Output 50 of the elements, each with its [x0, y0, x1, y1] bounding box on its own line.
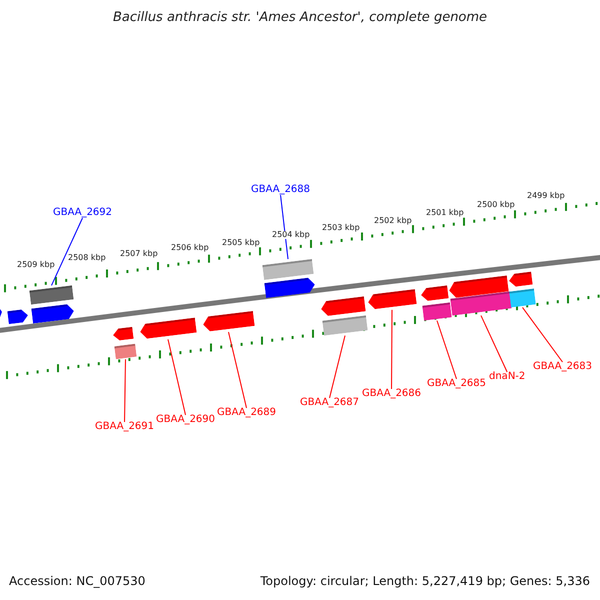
leader-line	[329, 335, 346, 398]
coding-sequence-feature	[320, 296, 366, 317]
scale-label: 2508 kbp	[68, 254, 106, 262]
gene-label: GBAA_2689	[217, 408, 276, 418]
scale-label: 2505 kbp	[222, 239, 260, 247]
gene-label: GBAA_2685	[427, 379, 486, 389]
genome-summary-text: Topology: circular; Length: 5,227,419 bp; Genes: 5,336	[260, 575, 590, 587]
scale-label: 2500 kbp	[477, 201, 515, 209]
gene-feature	[509, 288, 536, 308]
scale-label: 2502 kbp	[374, 217, 412, 225]
coding-sequence-feature	[420, 285, 449, 302]
coding-sequence-feature	[367, 289, 417, 310]
leader-line	[436, 320, 458, 380]
scale-label: 2499 kbp	[527, 192, 565, 200]
coding-sequence-feature	[139, 318, 197, 340]
gene-feature	[114, 344, 137, 360]
gene-label: GBAA_2692	[53, 208, 112, 218]
gene-label: GBAA_2688	[251, 185, 310, 195]
gene-feature	[422, 302, 452, 321]
scale-label: 2503 kbp	[322, 224, 360, 232]
leader-line	[124, 358, 126, 422]
gene-label: dnaN-2	[489, 372, 526, 382]
leader-line	[480, 315, 508, 372]
leader-line	[522, 306, 564, 362]
coding-sequence-feature	[31, 304, 75, 324]
coding-sequence-feature	[7, 308, 29, 324]
scale-label: 2506 kbp	[171, 244, 209, 252]
coding-sequence-feature	[112, 326, 134, 342]
scale-label: 2507 kbp	[120, 250, 158, 258]
leader-line	[51, 218, 84, 286]
gene-label: GBAA_2691	[95, 422, 154, 432]
accession-text: Accession: NC_007530	[9, 575, 146, 587]
leader-line	[391, 309, 392, 390]
scale-label: 2504 kbp	[272, 231, 310, 239]
scale-label: 2501 kbp	[426, 209, 464, 217]
gene-label: GBAA_2686	[362, 389, 422, 399]
coding-sequence-feature	[264, 277, 316, 298]
scale-label: 2509 kbp	[17, 261, 55, 269]
leader-line	[168, 338, 186, 416]
title: Bacillus anthracis str. 'Ames Ancestor', complete genome	[112, 11, 488, 24]
leader-line	[280, 194, 288, 260]
gene-feature	[322, 315, 368, 336]
gene-label: GBAA_2683	[533, 362, 592, 372]
gene-label: GBAA_2690	[156, 415, 216, 425]
gene-feature	[262, 259, 314, 280]
leader-line	[228, 332, 248, 408]
gene-feature	[29, 285, 74, 305]
coding-sequence-feature	[202, 310, 255, 332]
gene-label: GBAA_2687	[300, 398, 360, 408]
coding-sequence-feature	[508, 272, 533, 288]
